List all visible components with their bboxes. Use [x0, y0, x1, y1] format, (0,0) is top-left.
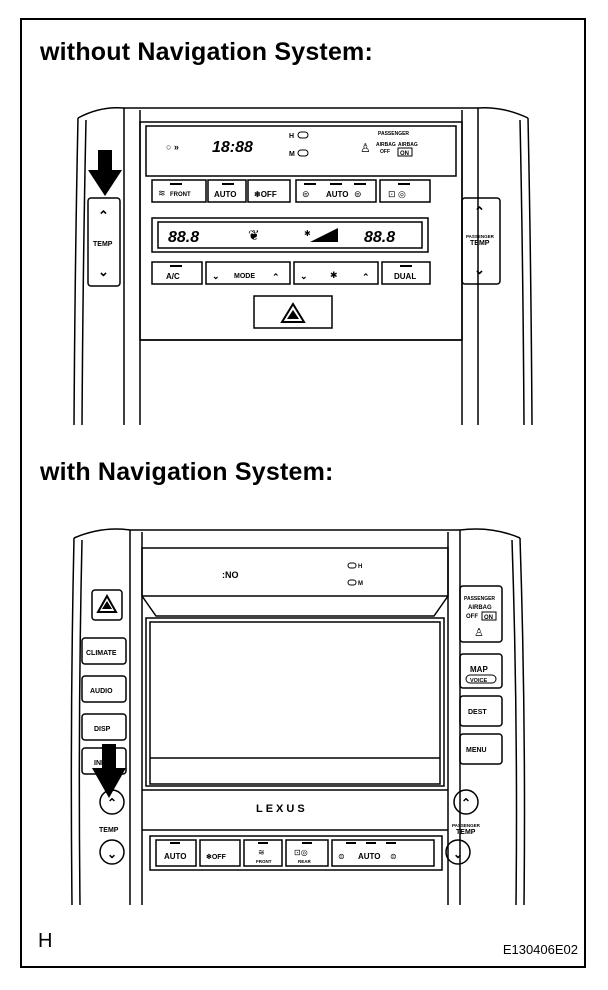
- front-button[interactable]: FRONT: [170, 192, 191, 198]
- auto-button-3[interactable]: AUTO: [164, 852, 187, 861]
- temp-down-icon-2[interactable]: ⌄: [107, 847, 117, 861]
- airbag-label-1: AIRBAG: [376, 142, 396, 148]
- fan-level-icon: [310, 228, 338, 242]
- mode-down-icon[interactable]: ⌄: [212, 271, 220, 281]
- front-label-2[interactable]: FRONT: [256, 859, 272, 864]
- menu-button[interactable]: MENU: [466, 747, 487, 754]
- hazard-icon-2: [96, 593, 118, 613]
- passenger-temp-down-icon[interactable]: ⌄: [474, 262, 485, 277]
- h-label: H: [289, 133, 294, 140]
- passenger-temp-down-icon-2[interactable]: ⌄: [453, 847, 463, 861]
- fan-icon: ✱: [330, 270, 338, 280]
- temp-label-left: TEMP: [93, 241, 113, 248]
- rear-defrost-icon-2: ⊡◎: [294, 848, 308, 857]
- m-label-2: M: [358, 581, 363, 587]
- rear-label[interactable]: REAR: [298, 859, 312, 864]
- h-indicator: [297, 131, 309, 139]
- title-with-navigation: with Navigation System:: [40, 458, 334, 486]
- passenger-temp-line2: TEMP: [470, 240, 490, 247]
- corner-letter: H: [38, 930, 53, 952]
- audio-button[interactable]: AUDIO: [90, 688, 113, 695]
- seat-icon-2: ♙: [474, 627, 484, 639]
- defrost-icon: ≋: [158, 188, 166, 198]
- climate-button[interactable]: CLIMATE: [86, 650, 117, 657]
- indicator-leds-top: [170, 183, 412, 267]
- temp-label-left-2: TEMP: [99, 827, 119, 834]
- mode-button[interactable]: MODE: [234, 273, 255, 280]
- m-indicator: [297, 149, 309, 157]
- fan-off-button-2[interactable]: ❄OFF: [206, 853, 227, 861]
- defrost-icon-2: ≋: [258, 848, 265, 857]
- panel-without-navigation: [73, 106, 533, 426]
- passenger-temp-line1-2: PASSENGER: [452, 823, 481, 828]
- airbag-off-label: OFF: [380, 149, 390, 155]
- voice-pill: [465, 674, 497, 684]
- passenger-temp-line2-2: TEMP: [456, 829, 476, 836]
- auto-button-4[interactable]: AUTO: [358, 852, 381, 861]
- recirc-icon-2: ⊜: [338, 852, 345, 861]
- display-left-temp: 88.8: [168, 229, 199, 246]
- disp-button[interactable]: DISP: [94, 726, 111, 733]
- fan-up-icon[interactable]: ⌃: [362, 272, 370, 282]
- temp-up-icon[interactable]: ⌃: [98, 208, 109, 223]
- map-button[interactable]: MAP: [470, 665, 488, 674]
- passenger-temp-line1: PASSENGER: [466, 234, 495, 239]
- temp-up-icon-2[interactable]: ⌃: [107, 796, 117, 810]
- clock-small: :NO: [222, 570, 239, 580]
- temp-down-icon[interactable]: ⌄: [98, 264, 109, 279]
- seat-icon: ♙: [360, 141, 371, 155]
- passenger-temp-up-icon[interactable]: ⌃: [474, 204, 485, 219]
- display-right-temp: 88.8: [364, 229, 395, 246]
- airbag-on: ON: [484, 615, 493, 621]
- recirc-icon: ⊜: [302, 189, 310, 199]
- fan-down-icon[interactable]: ⌄: [300, 271, 308, 281]
- h-indicator-2: [347, 562, 357, 569]
- passenger-temp-up-icon-2[interactable]: ⌃: [461, 796, 471, 810]
- hazard-icon: [280, 302, 306, 323]
- auto-button-1[interactable]: AUTO: [214, 190, 237, 199]
- rear-defrost-icon: ⊡ ◎: [388, 189, 406, 199]
- airflow-icon: ❦: [248, 227, 260, 243]
- on-box: [397, 147, 413, 157]
- hazard-inner-icon: [287, 310, 299, 319]
- on-box-label: ON: [400, 151, 409, 157]
- m-label: M: [289, 151, 295, 158]
- clock-display: 18:88: [212, 139, 253, 156]
- airbag-on-box: [481, 611, 497, 621]
- h-label-2: H: [358, 564, 362, 570]
- hazard-inner-icon-2: [102, 601, 112, 609]
- fresh-air-icon-2: ⊜: [390, 852, 397, 861]
- voice-button[interactable]: VOICE: [470, 678, 487, 684]
- airbag-label-2: AIRBAG: [398, 142, 418, 148]
- dial-icon: ○ »: [166, 142, 179, 152]
- passenger-label: PASSENGER: [378, 131, 409, 137]
- auto-button-2[interactable]: AUTO: [326, 190, 349, 199]
- document-id: E130406E02: [502, 942, 578, 957]
- dest-button[interactable]: DEST: [468, 709, 487, 716]
- fan-small-icon: ✱: [304, 229, 311, 238]
- airbag-off: OFF: [466, 614, 478, 620]
- title-without-navigation: without Navigation System:: [40, 38, 374, 66]
- brand-logo: LEXUS: [256, 803, 308, 815]
- m-indicator-2: [347, 579, 357, 586]
- airbag-passenger: PASSENGER: [464, 596, 495, 602]
- fresh-air-icon: ⊜: [354, 189, 362, 199]
- airbag-label: AIRBAG: [468, 605, 492, 611]
- ac-button[interactable]: A/C: [166, 272, 180, 281]
- pointer-arrow-1: [88, 150, 122, 196]
- panel-with-navigation: [70, 528, 526, 906]
- mode-up-icon[interactable]: ⌃: [272, 272, 280, 282]
- fan-off-button[interactable]: ❄OFF: [254, 190, 277, 199]
- pointer-arrow-2: [92, 744, 126, 798]
- dual-button[interactable]: DUAL: [394, 272, 416, 281]
